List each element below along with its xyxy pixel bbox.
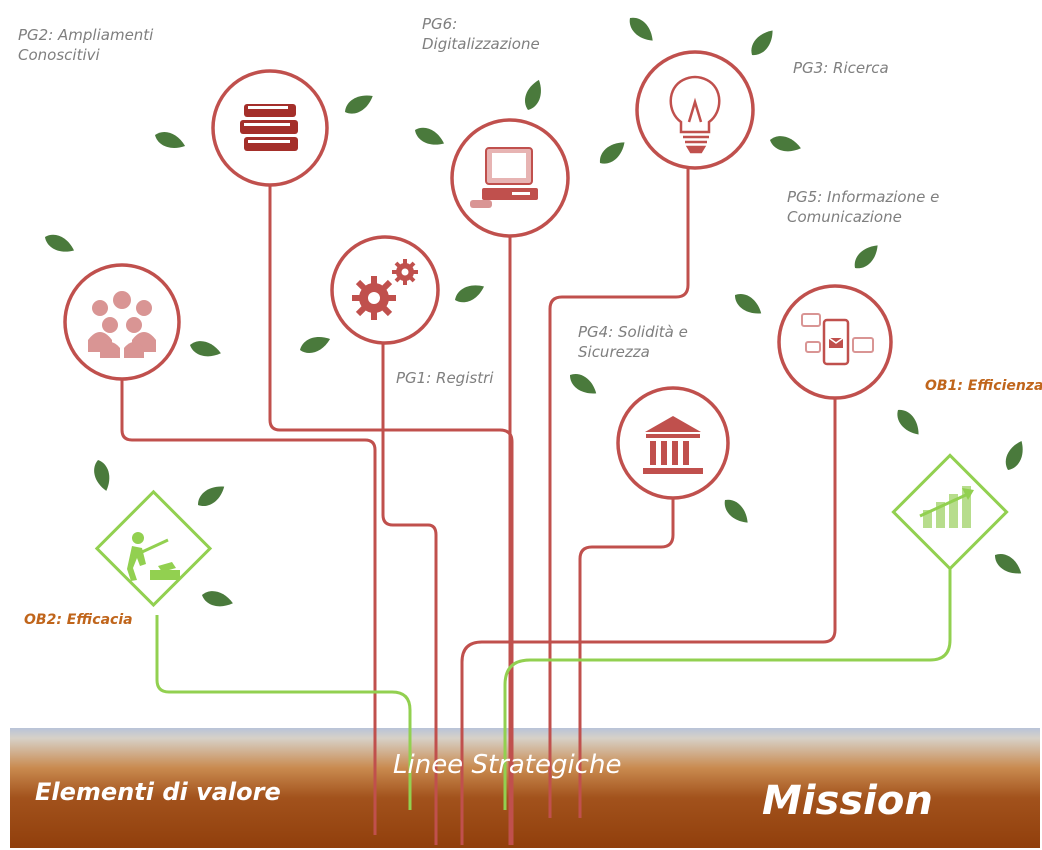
branch-pg1 <box>381 340 438 845</box>
label-pg6-line2: Digitalizzazione <box>422 35 540 53</box>
label-ob2-line1: OB2: Efficacia <box>24 612 133 628</box>
circle-people <box>63 263 181 381</box>
objective-diamonds <box>94 453 1009 608</box>
branch-pg5 <box>460 398 837 845</box>
branch-pg4 <box>578 498 675 818</box>
green-branches <box>155 565 952 810</box>
ground-label-values: Elementi di valore <box>35 778 281 806</box>
label-pg1-line1: PG1: Registri <box>396 369 494 387</box>
ground-label-mission: Mission <box>762 778 933 824</box>
label-pg4: PG4: Solidità e Sicurezza <box>578 322 688 362</box>
gears-icon <box>352 259 418 320</box>
branch-pg3 <box>548 168 690 818</box>
circle-pg3 <box>635 50 755 170</box>
label-pg4-line2: Sicurezza <box>578 343 650 361</box>
branch-people <box>120 380 377 835</box>
label-pg2-line1: PG2: Ampliamenti <box>18 26 154 44</box>
label-ob2: OB2: Efficacia <box>24 610 133 630</box>
lightbulb-icon <box>669 75 721 154</box>
label-ob1-line1: OB1: Efficienza <box>925 378 1042 394</box>
branch-ob2 <box>155 615 412 810</box>
diamond-ob2 <box>94 489 213 608</box>
label-pg5-line1: PG5: Informazione e <box>787 188 940 206</box>
label-pg3-line1: PG3: Ricerca <box>793 59 889 77</box>
label-pg6-line1: PG6: <box>422 15 458 33</box>
ground-label-strategic-lines: Linee Strategiche <box>393 750 622 780</box>
branch-ob1 <box>503 565 952 810</box>
red-branches <box>120 168 837 845</box>
growth-chart-icon <box>919 486 974 528</box>
ground-band <box>10 728 1040 848</box>
people-group-icon <box>88 291 156 358</box>
bank-building-icon <box>643 416 703 474</box>
label-pg5-line2: Comunicazione <box>787 208 902 226</box>
label-pg3: PG3: Ricerca <box>793 58 889 78</box>
label-pg4-line1: PG4: Solidità e <box>578 323 688 341</box>
worker-digging-icon <box>127 532 180 581</box>
smartphone-messages-icon <box>801 313 874 366</box>
books-icon <box>240 104 298 151</box>
label-pg2: PG2: Ampliamenti Conoscitivi <box>18 25 153 65</box>
label-pg1: PG1: Registri <box>396 368 493 388</box>
label-pg6: PG6: Digitalizzazione <box>422 14 540 54</box>
label-pg5: PG5: Informazione e Comunicazione <box>787 187 939 227</box>
computer-icon <box>470 147 538 208</box>
label-ob1: OB1: Efficienza <box>925 376 1042 396</box>
label-pg2-line2: Conoscitivi <box>18 46 100 64</box>
